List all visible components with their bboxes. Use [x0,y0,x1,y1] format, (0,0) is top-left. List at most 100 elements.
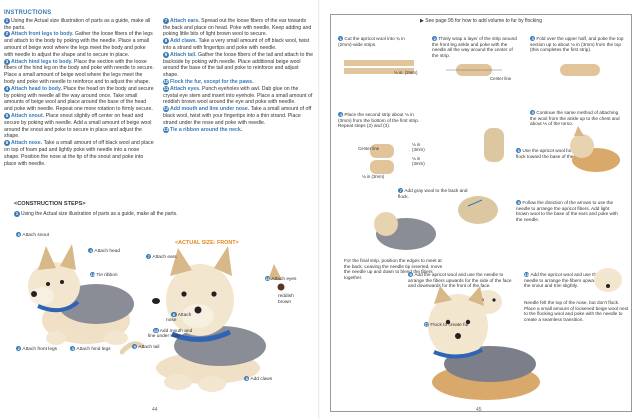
eye-part [277,283,285,291]
step-text: Add gray wool to the back and flock. [398,188,468,199]
center-line-label: Center line [490,76,512,81]
step-title: Add mouth and line under nose. [170,106,251,113]
leg-wrap-illustration [446,64,502,76]
step-number: 8 [163,38,169,45]
flock-step-10: 10Add the apricot wool and use the needl… [524,272,612,289]
arrow-right-icon: ▶ [420,18,426,24]
step-title: Attach front legs to body. [11,31,75,38]
step-number: 7 [398,188,404,194]
step-text: Place the head on the body and secure by… [4,85,154,113]
step-title: Attach tail. [170,51,198,58]
step-number: 10 [163,78,169,85]
ear-part [268,264,282,280]
step-title: Add claws. [170,38,199,45]
right-page: ▶ See page 95 for how to add volume to f… [320,0,640,419]
step-title: Attach head to body. [11,85,64,92]
step-number: 9 [163,51,169,58]
see-page-note: ▶ See page 95 for how to add volume to f… [420,18,542,24]
step-title: Attach hind legs to body. [11,58,75,65]
step-title: Tie a ribbon around the neck. [170,126,243,133]
step-text: Continue the same method of attaching th… [530,110,620,127]
step-number: 1 [4,17,10,24]
step-number: 4 [4,85,10,92]
construction-heading: <CONSTRUCTION STEPS> [14,201,86,207]
step-number: 1 [14,211,20,217]
step-text: Spread out the loose fibers of the ear t… [163,17,312,38]
callout-tie-ribbon: 13Tie ribbon [90,272,118,278]
step-number: 4 [338,112,344,118]
step-text: Place the section with the loose fibers … [4,58,154,85]
second-strip-illustration [370,144,394,174]
step-text: Gather the loose fibers of the legs and … [4,31,153,58]
callout-flock: ☐Flock to create fur [424,322,469,328]
ears-arrows-illustration [458,196,498,224]
step-title: Attach snout. [11,112,46,119]
snout-illustration [594,268,622,292]
dog-tail-illustration [570,126,620,172]
step-text: Take a small amount of off black wool, t… [163,106,312,126]
step-number: 3 [530,36,536,42]
step-number: 10 [524,272,530,278]
step-text: Use the apricot wool for the tail and fl… [516,148,596,159]
step-text: Cut the apricot wool into ¾ in (2mm)-wid… [338,36,405,47]
gray-back-illustration [374,212,436,250]
callout-reddish-brown: reddish brown [278,294,294,305]
step-title: Flock the fur, except for the paws. [170,78,254,85]
step-text: Place the second strip about ⅛ in (3mm) … [338,112,420,129]
step-number: 8 [516,200,522,206]
page-number: 44 [152,407,158,413]
instructions-heading: INSTRUCTIONS [4,10,52,16]
step-title: Attach nose. [11,140,44,147]
step-number: 3 [4,58,10,65]
step-number: 1 [338,36,344,42]
step-number: 2 [4,31,10,38]
center-line-label-2: Center line [358,146,380,151]
step-number: 5 [530,110,536,116]
construction-dog-illustration [28,244,134,345]
step-text: Gather the loose fibers of the tail and … [163,51,314,79]
step-text: Take a very small amount of off black wo… [163,38,310,51]
step-number: 6 [4,140,10,147]
step-number: 5 [4,112,10,119]
step-number: 12 [163,106,169,113]
step-title: Attach eyes. [170,85,203,92]
nose-part [152,298,160,304]
finished-dog-illustration [428,286,540,400]
wool-strip-illustration [344,60,414,74]
step-text: Follow the direction of the arrows to us… [516,200,618,222]
step-number: 11 [163,85,169,92]
callout-add-mouth: 12Add mouth and line under nose [148,327,193,340]
strip-width-label: ⅛ in. (2mm) [394,70,418,75]
step-text: Add the apricot wool and use the needle … [408,272,512,289]
step-text: Using the Actual size illustration of pa… [4,17,151,31]
step-number: 2 [432,36,438,42]
step-text: Thinly wrap a layer of the strip around … [432,36,517,58]
